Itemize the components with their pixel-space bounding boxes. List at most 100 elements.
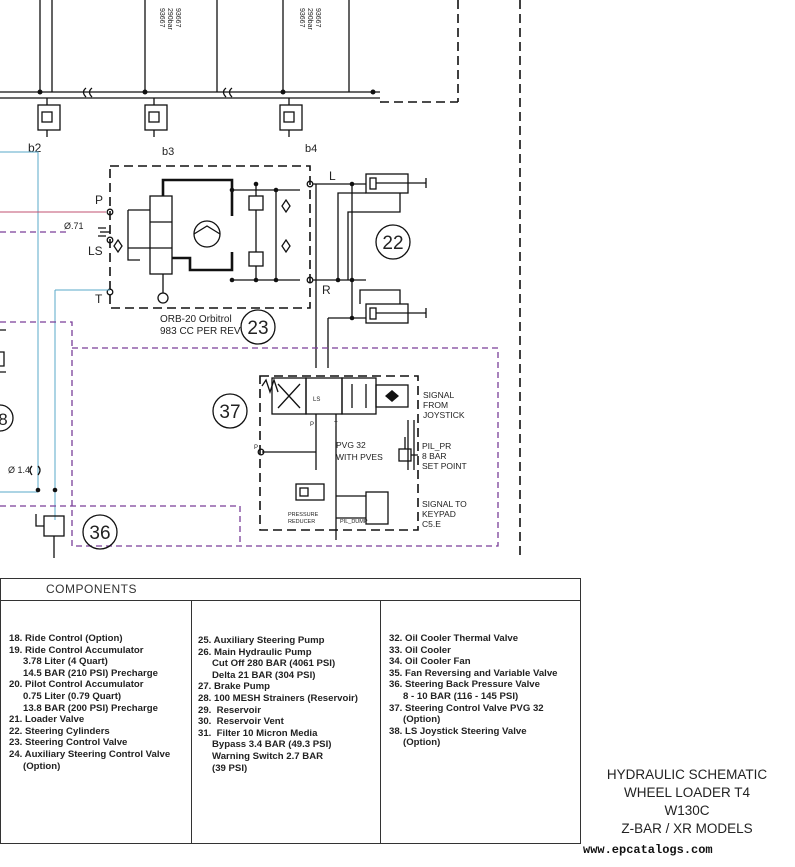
callout-37: 37: [212, 393, 248, 429]
left-edge-component: [0, 351, 5, 367]
component-entry: (39 PSI): [212, 762, 248, 774]
svg-text:93667: 93667: [158, 8, 165, 28]
callout-36: 36: [82, 514, 118, 550]
signal-joystick-1: SIGNAL: [423, 390, 454, 400]
port-r-label: R: [322, 283, 331, 297]
svg-text:37: 37: [219, 402, 240, 423]
steering-cylinders: [313, 173, 427, 368]
relief-valve-b3: [144, 98, 168, 137]
signal-keypad-2: KEYPAD: [422, 509, 456, 519]
valve-port-p: P: [310, 422, 314, 428]
svg-text:290bar: 290bar: [306, 8, 313, 30]
relief-valve-section: b2 b3 b4 93667 290bar 93667 93667 290bar…: [0, 0, 459, 158]
component-entry: (Option): [403, 737, 441, 749]
port-t-label: T: [95, 292, 103, 306]
valve-ls-label: LS: [313, 397, 320, 403]
component-entry: 27. Brake Pump: [198, 681, 270, 693]
component-entry: 24. Auxiliary Steering Control Valve: [9, 748, 171, 760]
title-line-4: Z-BAR / XR MODELS: [621, 821, 753, 836]
relief-valve-b4: [279, 98, 303, 137]
valve-port-t: T: [334, 422, 338, 428]
left-edge-line: [0, 329, 6, 373]
column-divider-2: [380, 600, 381, 844]
component-entry: 34. Oil Cooler Fan: [389, 656, 471, 668]
component-entry: 21. Loader Valve: [9, 714, 85, 726]
component-entry: 23. Steering Control Valve: [9, 737, 128, 749]
components-table: [0, 578, 581, 844]
label-b2: b2: [28, 141, 42, 155]
orbitrol-name: ORB-20 Orbitrol: [160, 314, 232, 325]
pressure-reducer-2: REDUCER: [288, 519, 315, 525]
port-p-label: P: [95, 193, 103, 207]
components-header-divider: [0, 600, 581, 601]
pvg-dashed-border: [71, 347, 499, 547]
components-header: COMPONENTS: [46, 582, 138, 596]
component-entry: 35. Fan Reversing and Variable Valve: [389, 667, 558, 679]
component-entry: 25. Auxiliary Steering Pump: [198, 635, 325, 646]
component-entry: 28. 100 MESH Strainers (Reservoir): [198, 692, 358, 704]
components-column-1: 18. Ride Control (Option)19. Ride Contro…: [9, 633, 170, 772]
orifice-label: Ø.71: [64, 221, 84, 231]
component-entry: Cut Off 280 BAR (4061 PSI): [212, 658, 336, 670]
title-block: HYDRAULIC SCHEMATIC WHEEL LOADER T4 W130…: [587, 766, 787, 838]
title-line-3: W130C: [664, 803, 710, 818]
pil-pr-2: 8 BAR: [422, 451, 447, 461]
top-rotated-text-2: 93667 290bar 93667: [298, 8, 321, 30]
orifice-symbol: [29, 465, 41, 476]
component-entry: Delta 21 BAR (304 PSI): [212, 669, 316, 681]
component-entry: 32. Oil Cooler Thermal Valve: [389, 633, 519, 644]
component-entry: 37. Steering Control Valve PVG 32: [389, 702, 544, 714]
label-b3: b3: [162, 146, 174, 158]
svg-text:290bar: 290bar: [166, 8, 173, 30]
back-pressure-valve: [0, 505, 241, 558]
pvg32-valve: [257, 375, 419, 540]
component-entry: 38. LS Joystick Steering Valve: [389, 725, 527, 737]
port-l-label: L: [329, 169, 336, 183]
svg-text:93667: 93667: [314, 8, 321, 28]
signal-keypad-1: SIGNAL TO: [422, 499, 467, 509]
svg-text:22: 22: [382, 233, 403, 254]
port-ls-label: LS: [88, 244, 103, 258]
component-entry: 26. Main Hydraulic Pump: [198, 646, 312, 658]
orbitrol-valve: [98, 165, 314, 309]
callout-23: 23: [240, 309, 276, 345]
title-line-2: WHEEL LOADER T4: [623, 785, 751, 800]
component-entry: 14.5 BAR (210 PSI) Precharge: [23, 667, 158, 679]
pvg-model-sub: WITH PVES: [336, 452, 383, 462]
signal-joystick-2: FROM: [423, 400, 448, 410]
hydraulic-schematic: .ln { stroke:#111; stroke-width:1.3; fil…: [0, 0, 521, 558]
component-entry: Bypass 3.4 BAR (49.3 PSI): [212, 739, 332, 751]
svg-text:93667: 93667: [174, 8, 181, 28]
component-entry: 33. Oil Cooler: [389, 644, 451, 656]
pil-dump-label: PIL_DUMP: [340, 519, 368, 525]
component-entry: (Option): [403, 714, 441, 726]
component-entry: 3.78 Liter (4 Quart): [23, 656, 108, 668]
component-entry: 29. Reservoir: [198, 704, 261, 716]
svg-text:93667: 93667: [298, 8, 305, 28]
component-entry: 18. Ride Control (Option): [9, 633, 123, 644]
component-entry: 31. Filter 10 Micron Media: [198, 727, 318, 739]
component-entry: 8 - 10 BAR (116 - 145 PSI): [403, 690, 519, 702]
pvg-model: PVG 32: [336, 440, 366, 450]
component-entry: 30. Reservoir Vent: [198, 716, 284, 728]
component-entry: (Option): [23, 760, 61, 772]
component-entry: Warning Switch 2.7 BAR: [212, 750, 324, 762]
orbitrol-displacement: 983 CC PER REV: [160, 326, 241, 337]
signal-keypad-3: C5.E: [422, 519, 441, 529]
callout-22: 22: [375, 224, 411, 260]
pil-pr-1: PIL_PR: [422, 441, 451, 451]
svg-text:8: 8: [0, 410, 8, 429]
component-entry: 0.75 Liter (0.79 Quart): [23, 690, 122, 702]
component-entry: 22. Steering Cylinders: [9, 725, 110, 737]
title-line-1: HYDRAULIC SCHEMATIC: [606, 767, 768, 782]
watermark-url: www.epcatalogs.com: [583, 843, 713, 857]
component-entry: 19. Ride Control Accumulator: [9, 644, 144, 656]
component-entry: 20. Pilot Control Accumulator: [9, 679, 144, 691]
signal-joystick-3: JOYSTICK: [423, 410, 465, 420]
svg-text:23: 23: [247, 318, 268, 339]
relief-valve-b2: [37, 98, 61, 137]
pvg-border-left: [0, 321, 73, 348]
pressure-reducer-1: PRESSURE: [288, 512, 319, 518]
